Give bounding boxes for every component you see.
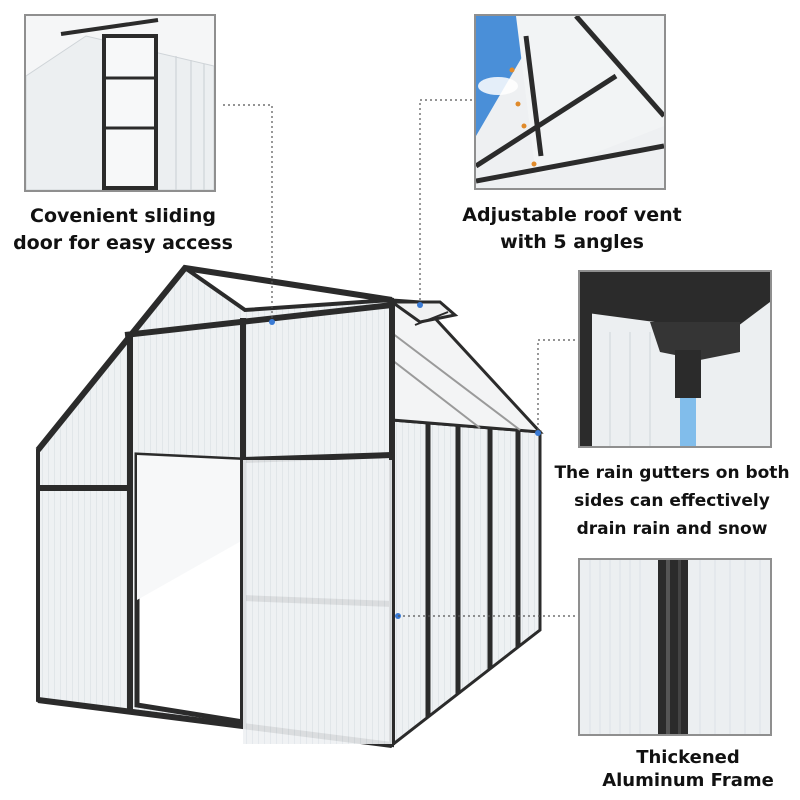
- sliding-door-caption: Covenient sliding door for easy access: [2, 203, 244, 257]
- roof-vent: [387, 300, 459, 324]
- greenhouse-roof-side: [390, 298, 544, 434]
- roof-vent-detail-image: [474, 14, 666, 190]
- leader-vent: [419, 99, 474, 300]
- aluminum-frame-caption: Thickened Aluminum Frame: [585, 746, 791, 792]
- rain-gutter-caption: The rain gutters on both sides can effec…: [548, 459, 796, 543]
- caption-line: drain rain and snow: [576, 519, 768, 539]
- roof-vent-caption: Adjustable roof vent with 5 angles: [446, 202, 698, 256]
- leader-gutter: [537, 339, 578, 430]
- caption-line: Thickened: [636, 747, 740, 768]
- rain-gutter-detail-image: [578, 270, 772, 448]
- leader-door: [220, 104, 273, 318]
- sliding-door-panel: [243, 460, 392, 744]
- caption-line: Adjustable roof vent: [462, 204, 682, 226]
- caption-line: The rain gutters on both: [554, 463, 790, 483]
- caption-line: with 5 angles: [500, 231, 644, 253]
- caption-line: sides can effectively: [574, 491, 770, 511]
- caption-line: door for easy access: [13, 232, 233, 254]
- caption-line: Covenient sliding: [30, 205, 216, 227]
- caption-line: Aluminum Frame: [602, 770, 774, 791]
- sliding-door-detail-image: [24, 14, 216, 192]
- aluminum-frame-detail-image: [578, 558, 772, 736]
